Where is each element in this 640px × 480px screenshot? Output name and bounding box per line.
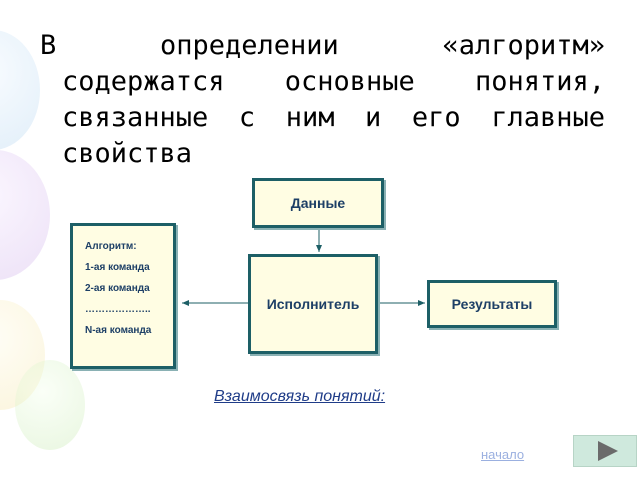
slide-title: В определении «алгоритм» содержатся осно… bbox=[40, 28, 605, 172]
title-line-4: свойства bbox=[62, 138, 193, 169]
play-triangle-icon bbox=[598, 441, 618, 461]
executor-box-label: Исполнитель bbox=[266, 296, 360, 312]
results-box: Результаты bbox=[427, 280, 557, 328]
algorithm-command-2: 2-ая команда bbox=[85, 283, 150, 294]
title-line-2: содержатся основные понятия, bbox=[62, 66, 605, 97]
next-slide-button[interactable] bbox=[573, 435, 637, 467]
algorithm-ellipsis: ……………….. bbox=[85, 304, 151, 315]
algorithm-command-n: N-ая команда bbox=[85, 325, 152, 336]
algorithm-box: Алгоритм: 1-ая команда 2-ая команда …………… bbox=[70, 223, 176, 369]
title-line-1: В определении «алгоритм» bbox=[40, 30, 605, 61]
results-box-label: Результаты bbox=[451, 296, 533, 312]
algorithm-command-1: 1-ая команда bbox=[85, 262, 150, 273]
start-link[interactable]: начало bbox=[481, 447, 525, 462]
data-box: Данные bbox=[252, 178, 384, 228]
decorative-balloon-green bbox=[15, 360, 85, 450]
data-box-label: Данные bbox=[290, 195, 346, 211]
diagram-caption: Взаимосвязь понятий: bbox=[214, 388, 386, 405]
title-line-3: связанные с ним и его главные bbox=[62, 102, 605, 133]
algorithm-heading: Алгоритм: bbox=[85, 241, 137, 252]
executor-box: Исполнитель bbox=[248, 254, 378, 354]
